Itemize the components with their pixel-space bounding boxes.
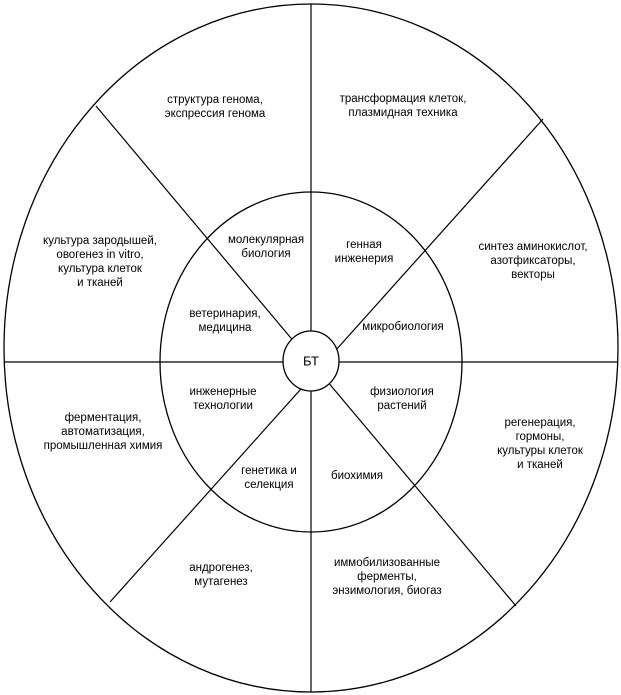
- inner-label-plant-physiology: физиология растений: [370, 385, 434, 413]
- label-line: ветеринария,: [189, 308, 261, 320]
- label-line: технологии: [193, 400, 253, 412]
- outer-label-transformation: трансформация клеток, плазмидная техника: [340, 92, 467, 120]
- label-line: биохимия: [330, 470, 384, 482]
- center-circle: [282, 330, 340, 392]
- inner-label-genetic-engineering: генная инженерия: [335, 238, 394, 266]
- label-line: экспрессия генома: [164, 108, 266, 120]
- label-line: физиология: [370, 386, 434, 398]
- inner-label-biochemistry: биохимия: [331, 469, 383, 483]
- label-line: мутагенез: [194, 576, 248, 588]
- label-line: культуры клеток: [497, 445, 583, 457]
- label-line: иммобилизованные: [333, 557, 441, 569]
- label-line: структура генома,: [167, 94, 263, 106]
- inner-label-molecular-biology: молекулярная биология: [228, 233, 304, 261]
- inner-label-genetics-selection: генетика и селекция: [241, 464, 297, 492]
- label-line: инженерия: [334, 253, 394, 265]
- label-line: инженерные: [189, 386, 257, 398]
- label-line: векторы: [511, 269, 555, 281]
- label-line: медицина: [198, 322, 252, 334]
- inner-label-engineering-technologies: инженерные технологии: [189, 385, 256, 413]
- label-line: генетика и: [241, 465, 297, 477]
- label-line: селекция: [244, 479, 294, 491]
- label-line: андрогенез,: [189, 562, 253, 574]
- outer-label-amino-acid-synthesis: синтез аминокислот, азотфиксаторы, векто…: [478, 240, 587, 282]
- label-line: промышленная химия: [43, 440, 163, 452]
- label-line: молекулярная: [227, 234, 305, 246]
- label-line: и тканей: [517, 459, 563, 471]
- label-line: биология: [241, 248, 291, 260]
- label-line: азотфиксаторы,: [490, 255, 576, 267]
- outer-label-genome: структура генома, экспрессия генома: [165, 93, 266, 121]
- label-line: регенерация,: [504, 417, 576, 429]
- label-line: плазмидная техника: [348, 107, 458, 119]
- outer-label-embryo-culture: культура зародышей, овогенез in vitro, к…: [43, 234, 157, 290]
- label-line: ферменты,: [357, 571, 417, 583]
- label-line: и тканей: [77, 277, 123, 289]
- label-line: трансформация клеток,: [339, 93, 467, 105]
- outer-label-androgenesis: андрогенез, мутагенез: [189, 561, 253, 589]
- outer-label-fermentation: ферментация, автоматизация, промышленная…: [44, 411, 163, 453]
- label-line: растений: [377, 400, 427, 412]
- label-line: культура зародышей,: [43, 235, 157, 247]
- label-line: ферментация,: [64, 412, 142, 424]
- label-line: гормоны,: [515, 431, 565, 443]
- outer-label-immobilized-enzymes: иммобилизованные ферменты, энзимология, …: [332, 556, 441, 598]
- label-line: автоматизация,: [61, 426, 145, 438]
- inner-label-microbiology: микробиология: [362, 320, 443, 334]
- label-line: овогенез in vitro,: [56, 249, 144, 261]
- label-line: энзимология, биогаз: [332, 585, 442, 597]
- label-line: генная: [346, 239, 382, 251]
- outer-label-regeneration: регенерация, гормоны, культуры клеток и …: [497, 416, 583, 472]
- center-label: БТ: [303, 353, 319, 369]
- label-line: культура клеток: [58, 263, 142, 275]
- inner-label-veterinary-medicine: ветеринария, медицина: [189, 307, 260, 335]
- label-line: синтез аминокислот,: [478, 241, 588, 253]
- label-line: микробиология: [362, 321, 444, 333]
